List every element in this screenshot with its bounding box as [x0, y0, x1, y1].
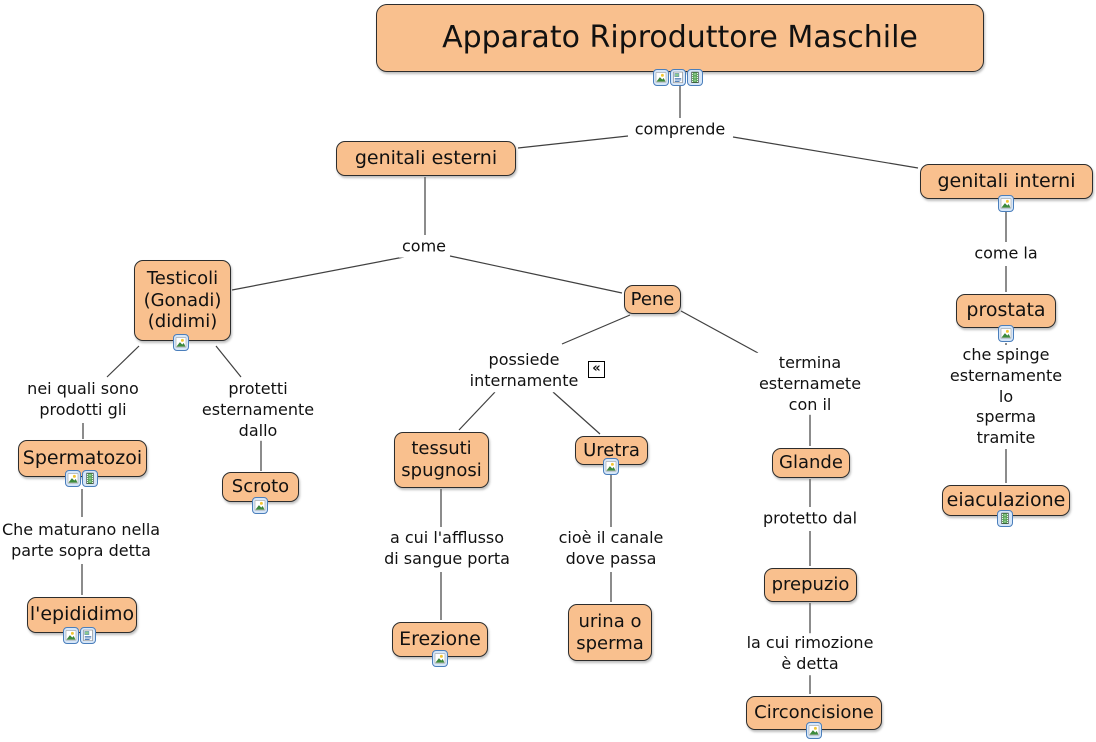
image-icon[interactable]	[653, 69, 669, 86]
resource-icons-scroto	[252, 497, 268, 514]
film-icon[interactable]	[997, 510, 1013, 527]
connector-line	[458, 391, 496, 431]
image-icon[interactable]	[65, 470, 81, 487]
concept-glande[interactable]: Glande	[772, 448, 850, 478]
concept-prepuzio[interactable]: prepuzio	[764, 568, 857, 602]
connector-line	[552, 391, 601, 435]
link-come[interactable]: come	[398, 236, 450, 258]
film-icon[interactable]	[687, 69, 703, 86]
connector-line	[561, 314, 631, 345]
concept-genitali-interni[interactable]: genitali interni	[920, 164, 1093, 199]
resource-icons-eiaculazione	[997, 510, 1013, 527]
link-come-la[interactable]: come la	[971, 243, 1041, 265]
link-cioe-il-canale[interactable]: cioè il canale dove passa	[555, 528, 667, 570]
link-termina-esternamete[interactable]: termina esternamete con il	[755, 352, 865, 416]
resource-icons-apparato	[653, 69, 703, 86]
image-icon[interactable]	[998, 195, 1014, 212]
concept-testicoli[interactable]: Testicoli (Gonadi) (didimi)	[134, 260, 231, 341]
concept-circoncisione[interactable]: Circoncisione	[746, 696, 882, 730]
link-protetti-esternamente[interactable]: protetti esternamente dallo	[198, 378, 318, 442]
link-comprende[interactable]: comprende	[631, 119, 729, 141]
link-nei-quali-sono-prodotti[interactable]: nei quali sono prodotti gli	[24, 379, 142, 421]
image-icon[interactable]	[603, 458, 619, 475]
resource-icons-uretra	[603, 458, 619, 475]
resource-icons-testicoli	[173, 334, 189, 351]
image-icon[interactable]	[173, 334, 189, 351]
link-protetto-dal[interactable]: protetto dal	[759, 508, 861, 530]
document-icon[interactable]	[80, 627, 96, 644]
resource-icons-spermatozoi	[65, 470, 98, 487]
connector-line	[215, 345, 242, 378]
image-icon[interactable]	[432, 650, 448, 667]
collapse-arrows-icon[interactable]: «	[588, 361, 605, 378]
resource-icons-circoncisione	[806, 722, 822, 739]
film-icon[interactable]	[82, 470, 98, 487]
concept-prostata[interactable]: prostata	[956, 294, 1056, 328]
image-icon[interactable]	[252, 497, 268, 514]
link-a-cui-afflusso[interactable]: a cui l'afflusso di sangue porta	[381, 528, 513, 570]
concept-pene[interactable]: Pene	[624, 285, 681, 314]
connector-line	[680, 310, 759, 354]
resource-icons-erezione	[432, 650, 448, 667]
connector-line	[449, 255, 623, 294]
image-icon[interactable]	[806, 722, 822, 739]
link-la-cui-rimozione[interactable]: la cui rimozione è detta	[743, 633, 877, 675]
resource-icons-prostata	[998, 325, 1014, 342]
concept-tessuti-spugnosi[interactable]: tessuti spugnosi	[394, 432, 489, 488]
resource-icons-genitali-interni	[998, 195, 1014, 212]
document-icon[interactable]	[670, 69, 686, 86]
connector-line	[732, 136, 919, 169]
image-icon[interactable]	[998, 325, 1014, 342]
connector-line	[106, 345, 140, 378]
resource-icons-epididimo	[63, 627, 96, 644]
concept-apparato-riproduttore[interactable]: Apparato Riproduttore Maschile	[376, 4, 984, 72]
connector-line	[517, 135, 629, 149]
link-che-spinge[interactable]: che spinge esternamente lo sperma tramit…	[946, 345, 1066, 449]
concept-urina-o-sperma[interactable]: urina o sperma	[568, 604, 652, 661]
concept-genitali-esterni[interactable]: genitali esterni	[336, 141, 516, 176]
link-che-maturano[interactable]: Che maturano nella parte sopra detta	[0, 520, 164, 562]
image-icon[interactable]	[63, 627, 79, 644]
link-possiede-internamente[interactable]: possiede internamente	[466, 350, 582, 392]
concept-epididimo[interactable]: l'epididimo	[27, 597, 137, 633]
connector-line	[231, 256, 405, 291]
